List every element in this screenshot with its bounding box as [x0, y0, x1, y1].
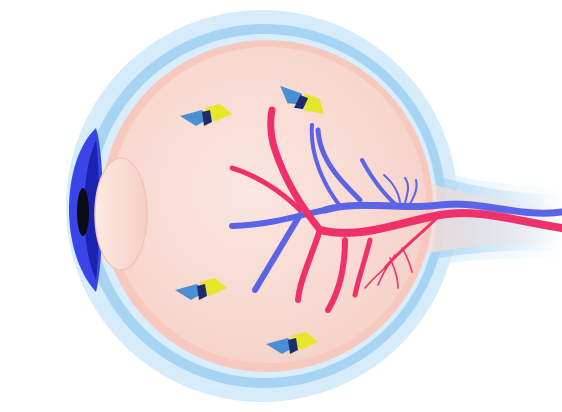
pupil — [77, 188, 89, 236]
lens — [95, 158, 147, 270]
